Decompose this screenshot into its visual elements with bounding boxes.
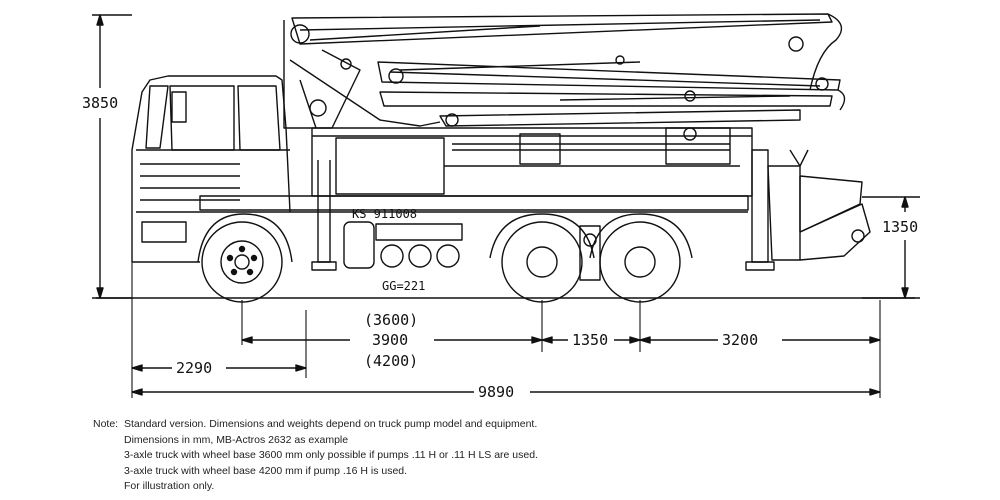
note-line: Standard version. Dimensions and weights… [124,418,538,430]
label-wheelbase-short: (3600) [364,311,418,329]
note-line: 3-axle truck with wheel base 3600 mm onl… [124,449,538,461]
note-line: For illustration only. [124,480,215,492]
truck-cab [131,75,291,263]
dimension-guides [131,262,881,398]
dimension-front-overhang [131,364,307,372]
note-prefix: Note: [93,418,119,430]
note-row: Dimensions in mm, MB-Actros 2632 as exam… [93,433,793,449]
chassis [199,127,775,271]
label-wheelbase-standard: 3900 [372,331,408,349]
dimension-total-length [131,388,881,396]
plate-label: KS 911008 [352,207,417,221]
note-row: 3-axle truck with wheel base 4200 mm if … [93,464,793,480]
rear-wheel-2 [589,213,693,303]
notes-block: Note: Standard version. Dimensions and w… [93,417,793,495]
dimension-rear-overhang [639,336,881,344]
label-total-length: 9890 [478,383,514,401]
note-row: 3-axle truck with wheel base 3600 mm onl… [93,448,793,464]
label-height-hopper: 1350 [882,218,918,236]
note-line: Dimensions in mm, MB-Actros 2632 as exam… [124,433,349,446]
dimension-height-total [92,14,132,299]
dimension-height-hopper [862,196,920,299]
boom [283,13,846,129]
note-row: For illustration only. [93,479,793,495]
note-line: 3-axle truck with wheel base 4200 mm if … [124,464,408,477]
weight-label: GG=221 [382,279,425,293]
label-axle-spacing: 1350 [572,331,608,349]
label-wheelbase-long: (4200) [364,352,418,370]
hopper [767,149,871,261]
label-height-total: 3850 [82,94,118,112]
dimension-wheelbase [241,336,543,344]
label-rear-overhang: 3200 [722,331,758,349]
rear-wheel-1 [489,213,595,303]
axle-center [579,225,601,281]
front-wheel [197,213,293,303]
dimension-axle-spacing [541,336,641,344]
note-row: Note: Standard version. Dimensions and w… [93,417,793,433]
label-front-overhang: 2290 [176,359,212,377]
truck-pump-drawing: 3850 1350 (3600) 3900 (4200) 1350 3200 2… [82,13,920,401]
